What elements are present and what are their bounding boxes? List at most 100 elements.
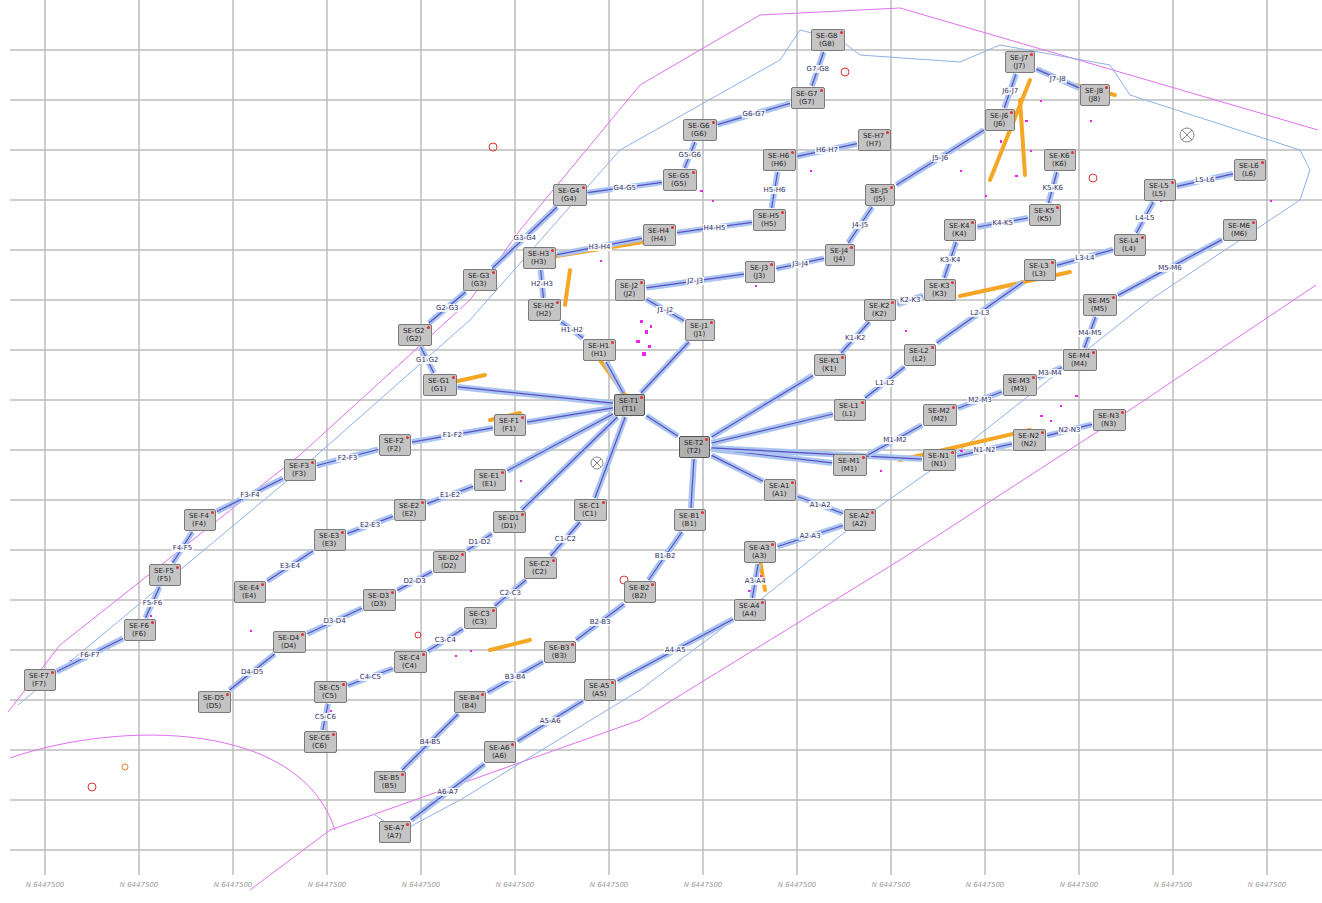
node-label: (G8) [816,40,838,48]
node-label: SE-H2 [533,302,554,310]
combiner-box: SE-M2(M2) [923,404,957,426]
node-label: (J3) [750,272,768,280]
node-label: (E1) [479,480,499,488]
node-label: SE-C6 [309,734,330,742]
node-label: SE-J5 [870,187,888,195]
cable-label: D4-D5 [240,668,264,676]
cable-route [412,428,493,442]
combiner-box: SE-L3(L3) [1024,259,1056,281]
cable-label: J7-J8 [1049,75,1067,83]
combiner-box: SE-H5(H5) [753,209,786,231]
cable-route [641,342,689,393]
node-label: (F5) [154,575,174,583]
cable-route [649,532,682,580]
cable-label: C4-C5 [359,673,382,681]
node-label: (L3) [1029,270,1049,278]
combiner-box: SE-A7(A7) [379,821,411,843]
highlighted-trenches [440,80,1115,650]
combiner-box: SE-G5(G5) [663,169,697,191]
combiner-box: SE-G2(G2) [398,324,432,346]
combiner-box: SE-A2(A2) [844,509,876,531]
cable-label: M3-M4 [1037,369,1063,377]
grid-coordinate: N 6447500 [214,881,253,889]
cable-label: F6-F7 [79,651,101,659]
combiner-box: SE-A5(A5) [584,679,616,701]
combiner-box: SE-G1(G1) [423,374,457,396]
node-label: (T1) [619,405,638,413]
node-label: (J8) [1085,95,1103,103]
node-label: SE-C1 [579,502,600,510]
cable-route [712,414,834,443]
cable-route [1036,69,1079,88]
combiner-box: SE-F7(F7) [24,669,56,691]
cable-label: J5-J6 [931,154,949,162]
node-label: SE-M5 [1088,297,1110,305]
combiner-box: SE-H7(H7) [858,129,891,151]
node-label: SE-B4 [459,694,479,702]
cable-route [588,182,663,192]
cable-label: K4-K5 [991,219,1014,227]
node-label: (F6) [129,630,149,638]
combiner-box: SE-J4(J4) [825,244,855,266]
node-label: (J5) [870,195,888,203]
node-label: (K6) [1049,160,1069,168]
node-label: SE-H3 [528,250,549,258]
grid-coordinate: N 6447500 [26,881,65,889]
node-label: (M6) [1228,230,1250,238]
cable-label: C5-C6 [314,713,337,721]
combiner-box: SE-J5(J5) [865,184,895,206]
node-label: SE-L4 [1119,237,1139,245]
combiner-box: SE-H3(H3) [523,247,556,269]
node-label: SE-A7 [384,824,404,832]
node-label: (C4) [399,662,420,670]
cable-route [495,580,526,606]
cable-route [646,274,744,288]
cable-label: J6-J7 [1001,87,1019,95]
cable-route [691,459,694,508]
cable-route [646,299,684,321]
cable-route [411,764,485,820]
cable-route [317,450,378,466]
combiner-box: SE-A6(A6) [484,741,516,763]
cable-label: K2-K3 [899,296,922,304]
cable-route [307,608,362,634]
node-label: SE-G3 [468,272,490,280]
node-label: SE-A2 [849,512,869,520]
node-label: SE-D2 [438,554,459,562]
cable-label: L2-L3 [969,309,990,317]
combiner-box: SE-J2(J2) [615,279,645,301]
combiner-box: SE-A4(A4) [734,599,766,621]
node-label: SE-A6 [489,744,509,752]
combiner-box: SE-M4(M4) [1063,349,1097,371]
cable-route [561,322,583,338]
cable-route [677,222,752,232]
combiner-box: SE-E4(E4) [234,581,266,603]
combiner-box: SE-G6(G6) [683,119,717,141]
node-label: SE-F7 [29,672,49,680]
node-label: (G5) [668,180,690,188]
cable-label: K1-K2 [844,334,867,342]
node-label: (J1) [690,330,708,338]
cable-route [493,207,558,268]
node-label: (M2) [928,415,950,423]
combiner-box: SE-D5(D5) [198,691,231,713]
node-label: (F4) [189,520,209,528]
cable-label: A3-A4 [744,577,767,585]
node-label: (G7) [796,98,818,106]
cable-label: A5-A6 [539,717,562,725]
combiner-box: SE-K6(K6) [1044,149,1076,171]
node-label: (B1) [679,520,699,528]
combiner-box: SE-F6(F6) [124,619,156,641]
node-label: (F7) [29,680,49,688]
node-label: SE-B3 [549,644,569,652]
cable-label: G2-G3 [435,304,460,312]
node-label: (B2) [629,592,649,600]
cable-route [230,654,275,690]
cable-label: J3-J4 [791,260,809,268]
cable-label: N1-N2 [973,446,997,454]
combiner-box: SE-C6(C6) [304,731,337,753]
combiner-box: SE-F5(F5) [149,564,181,586]
node-label: SE-J7 [1010,54,1028,62]
node-label: (H1) [588,350,609,358]
grid-coordinate: N 6447500 [120,881,159,889]
